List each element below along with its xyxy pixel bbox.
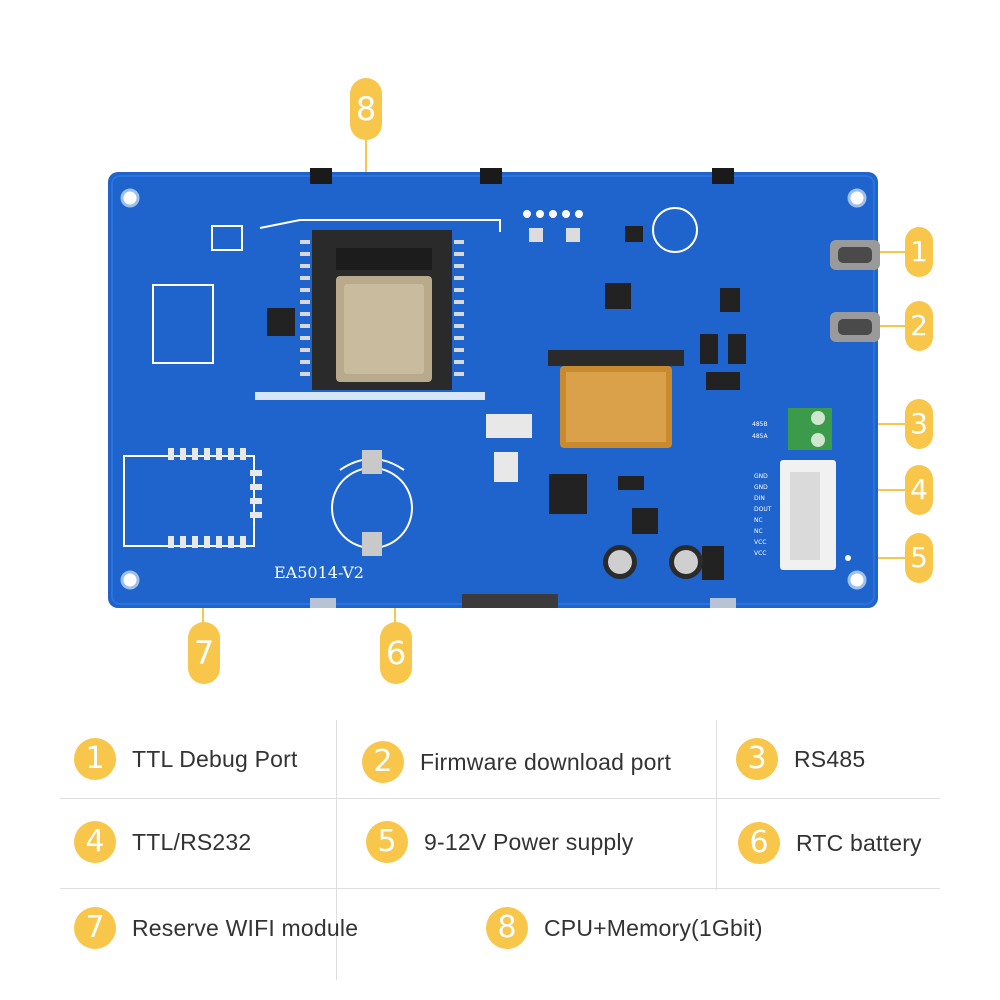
legend-number-badge: 1 — [74, 738, 116, 780]
pcb-board-illustration: EA5014-V2 485B 485A — [108, 140, 905, 625]
callout-tag-8: 8 — [350, 78, 382, 140]
legend-divider — [716, 720, 717, 890]
wifi-module-footprint — [123, 448, 262, 548]
callout-tag-7: 7 — [188, 622, 220, 684]
legend-number-badge: 8 — [486, 907, 528, 949]
uart-connector — [780, 460, 836, 570]
usb-c-ports — [830, 240, 880, 342]
legend-item-ttl-rs232: 4 TTL/RS232 — [74, 821, 251, 863]
legend-number-badge: 2 — [362, 741, 404, 783]
legend-label: 9-12V Power supply — [424, 828, 634, 855]
svg-text:NC: NC — [754, 517, 763, 524]
legend-divider — [336, 720, 337, 980]
callout-tag-4: 4 — [905, 465, 933, 515]
svg-text:VCC: VCC — [754, 550, 766, 557]
callout-tag-6: 6 — [380, 622, 412, 684]
legend-item-wifi-module: 7 Reserve WIFI module — [74, 907, 358, 949]
svg-text:DIN: DIN — [754, 495, 765, 502]
legend-number-badge: 6 — [738, 822, 780, 864]
legend-item-power-supply: 5 9-12V Power supply — [366, 821, 633, 863]
callout-tag-2: 2 — [905, 301, 933, 351]
legend-label: Reserve WIFI module — [132, 914, 359, 941]
legend-number-badge: 7 — [74, 907, 116, 949]
svg-text:DOUT: DOUT — [754, 506, 772, 513]
uart-pin-silkscreen: GND GND DIN DOUT NC NC VCC VCC — [754, 473, 772, 557]
mounting-holes — [120, 188, 867, 590]
legend-label: TTL Debug Port — [132, 745, 298, 772]
legend-item-cpu-memory: 8 CPU+Memory(1Gbit) — [486, 907, 763, 949]
rs485-pin-a-silk: 485A — [752, 433, 768, 440]
legend-number-badge: 4 — [74, 821, 116, 863]
svg-text:GND: GND — [754, 484, 768, 491]
rs485-terminal-block — [788, 408, 832, 450]
legend-label: CPU+Memory(1Gbit) — [544, 914, 763, 941]
legend-item-rs485: 3 RS485 — [736, 738, 865, 780]
legend-label: Firmware download port — [420, 748, 672, 775]
cpu-module — [300, 230, 464, 390]
svg-text:NC: NC — [754, 528, 763, 535]
legend-item-rtc-battery: 6 RTC battery — [738, 822, 922, 864]
legend-number-badge: 5 — [366, 821, 408, 863]
callout-tag-5: 5 — [905, 533, 933, 583]
legend-divider — [60, 798, 940, 799]
svg-text:GND: GND — [754, 473, 768, 480]
pcb-body — [108, 172, 878, 608]
callout-tag-1: 1 — [905, 227, 933, 277]
ribbon-cable — [486, 350, 684, 482]
legend-item-firmware-download-port: 2 Firmware download port — [362, 741, 671, 783]
legend-divider — [60, 888, 940, 889]
legend-number-badge: 3 — [736, 738, 778, 780]
capacitors — [603, 545, 703, 579]
rs485-pin-b-silk: 485B — [752, 421, 768, 428]
legend-label: RS485 — [794, 745, 866, 772]
callout-tag-3: 3 — [905, 399, 933, 449]
board-model-label: EA5014-V2 — [274, 563, 364, 582]
svg-text:VCC: VCC — [754, 539, 766, 546]
legend-label: TTL/RS232 — [132, 828, 252, 855]
legend-item-ttl-debug-port: 1 TTL Debug Port — [74, 738, 298, 780]
legend-label: RTC battery — [796, 829, 922, 856]
rtc-battery-holder — [331, 450, 413, 556]
